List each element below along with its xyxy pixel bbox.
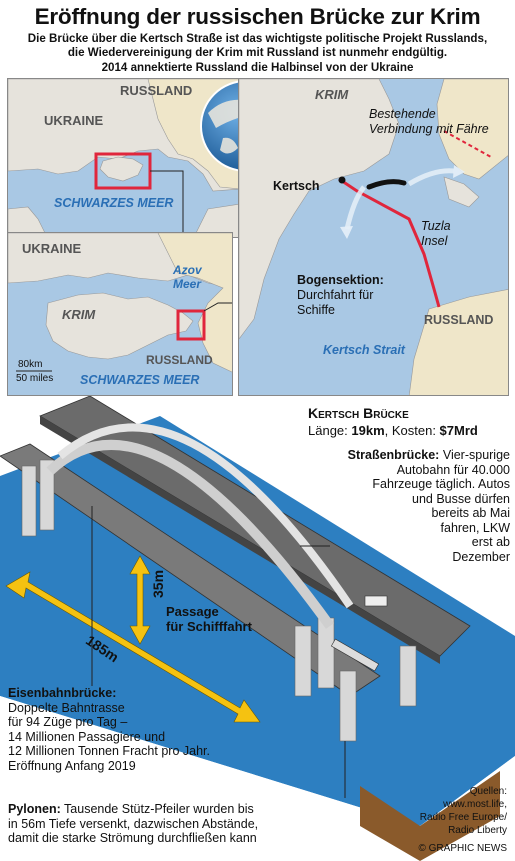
passage-label-2: für Schifffahrt xyxy=(166,619,252,634)
rail-bridge-info: Eisenbahnbrücke: Doppelte Bahntrasse für… xyxy=(8,686,308,773)
pylon-line-0: Tausende Stütz-Pfeiler wurden bis xyxy=(60,802,254,816)
pylon-info: Pylonen: Tausende Stütz-Pfeiler wurden b… xyxy=(8,802,308,846)
rail-line-0: Doppelte Bahntrasse xyxy=(8,700,125,715)
overview-map: RUSSLAND UKRAINE SCHWARZES MEER xyxy=(7,78,239,238)
length-value: 19km xyxy=(351,423,385,438)
arch-label-line1: Durchfahrt für xyxy=(297,288,374,302)
detail-russia-label: RUSSLAND xyxy=(424,313,494,327)
subtitle-line-3: 2014 annektierte Russland die Halbinsel … xyxy=(101,61,414,74)
arch-label-title: Bogensektion: xyxy=(297,273,384,287)
road-line-3: und Busse dürfen xyxy=(412,491,510,506)
road-title: Straßenbrücke: xyxy=(347,448,440,462)
rail-line-3: 12 Millionen Tonnen Fracht pro Jahr. xyxy=(8,744,210,758)
detail-krim-label: KRIM xyxy=(315,87,349,102)
road-line-1: Autobahn für 40.000 xyxy=(396,462,510,477)
inset-ukraine-label: UKRAINE xyxy=(22,241,82,256)
road-bridge-info: Straßenbrücke: Vier-spurige Autobahn für… xyxy=(300,448,510,564)
inset-azov-label-2: Meer xyxy=(173,277,202,291)
sources-label: Quellen: xyxy=(469,786,507,797)
road-line-5: fahren, LKW xyxy=(440,520,510,535)
overview-russia-label: RUSSLAND xyxy=(120,83,193,98)
source-3: Radio Liberty xyxy=(448,825,507,836)
page-title: Eröffnung der russischen Brücke zur Krim xyxy=(34,4,481,29)
inset-scale-miles: 50 miles xyxy=(16,373,54,384)
overview-sea-label: SCHWARZES MEER xyxy=(54,196,174,210)
road-line-4: bereits ab Mai xyxy=(431,506,510,520)
rail-line-1: für 94 Züge pro Tag – xyxy=(8,715,128,729)
ferry-label-2: Verbindung mit Fähre xyxy=(369,122,489,136)
overview-ukraine-label: UKRAINE xyxy=(44,113,104,128)
source-1: www.most.life, xyxy=(443,799,507,810)
inset-scale-km: 80km xyxy=(18,359,43,370)
source-2: Radio Free Europe/ xyxy=(419,812,507,823)
tuzla-label-1: Tuzla xyxy=(421,219,451,233)
road-line-7: Dezember xyxy=(452,549,510,564)
rail-line-2: 14 Millionen Passagiere und xyxy=(8,729,166,744)
pylon-line-2: damit die starke Strömung durchfließen k… xyxy=(8,831,257,845)
cost-value: $7Mrd xyxy=(439,423,478,438)
rail-line-4: Eröffnung Anfang 2019 xyxy=(8,758,136,773)
inset-sea-label: SCHWARZES MEER xyxy=(80,373,200,387)
inset-russia-label: RUSSLAND xyxy=(146,353,213,367)
arch-label-line2: Schiffe xyxy=(297,303,335,317)
cost-label: , Kosten: xyxy=(384,423,440,438)
inset-map-shapes xyxy=(8,233,232,373)
overview-map-shapes xyxy=(8,79,238,237)
road-line-0: Vier-spurige xyxy=(442,448,510,462)
inset-krim-label: KRIM xyxy=(62,307,96,322)
length-label: Länge: xyxy=(308,423,352,438)
bridge-name: Kertsch Brücke xyxy=(308,405,409,421)
strait-label: Kertsch Strait xyxy=(323,343,405,357)
inset-map: UKRAINE Azov Meer KRIM RUSSLAND 80km 50 … xyxy=(7,232,233,396)
tuzla-label-2: Insel xyxy=(421,234,448,248)
passage-label-1: Passage xyxy=(166,604,219,619)
road-line-6: erst ab xyxy=(471,535,510,549)
road-line-2: Fahrzeuge täglich. Autos xyxy=(372,477,510,491)
detail-map: KRIM Bestehende Verbindung mit Fähre Ker… xyxy=(238,78,509,396)
pylon-line-1: in 56m Tiefe versenkt, dazwischen Abstän… xyxy=(8,816,259,831)
detail-map-shapes xyxy=(239,79,508,395)
graphic-news-credit: © GRAPHIC NEWS xyxy=(418,843,508,854)
bridge-illustration xyxy=(0,396,515,861)
inset-azov-label-1: Azov xyxy=(173,263,202,277)
pylon-title: Pylonen: xyxy=(8,802,61,816)
kertsch-label: Kertsch xyxy=(273,179,320,193)
rail-title: Eisenbahnbrücke: xyxy=(8,686,117,700)
subtitle-line-2: die Wiedervereinigung der Krim mit Russl… xyxy=(67,46,448,59)
height-label: 35m xyxy=(150,569,166,598)
subtitle-line-1: Die Brücke über die Kertsch Straße ist d… xyxy=(27,32,488,45)
ferry-label-1: Bestehende xyxy=(369,107,436,121)
